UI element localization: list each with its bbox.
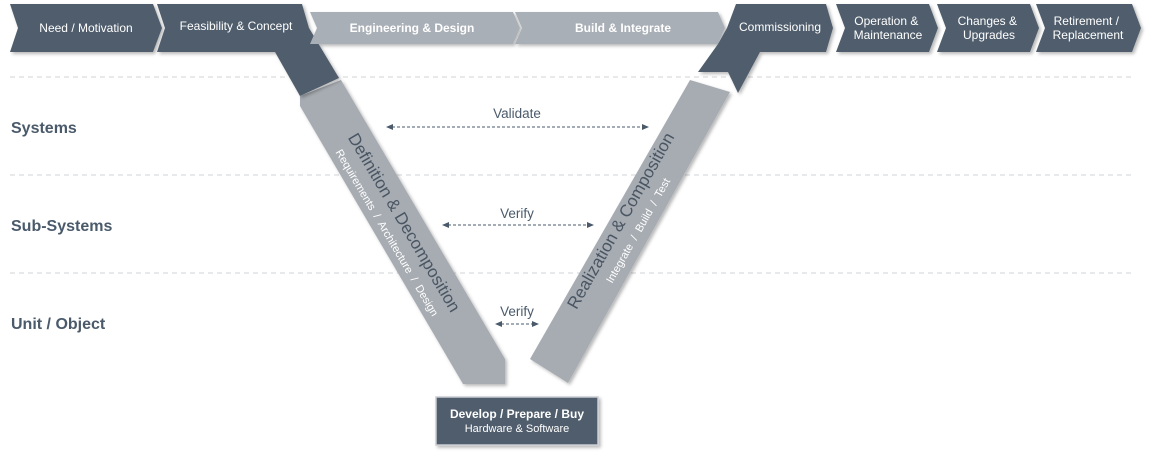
phase-need-motivation: Need / Motivation [10,4,162,52]
left-arm-title: Definition & Decomposition [344,130,464,316]
level-label-sub-systems: Sub-Systems [11,218,113,235]
phase-label: Feasibility & Concept [180,19,293,33]
phase-label-line: Changes & [958,14,1017,28]
phase-label-line: Operation & [854,14,918,28]
phase-label: Commissioning [739,20,821,34]
phase-retirement-replacement: Retirement / Replacement [1036,4,1141,52]
validate-label: Validate [493,106,541,121]
phase-label-line: Maintenance [854,28,923,42]
phase-engineering-design: Engineering & Design [310,12,520,44]
phase-changes-upgrades: Changes & Upgrades [937,4,1039,52]
phase-feasibility-concept: Feasibility & Concept [157,4,339,96]
phase-label: Engineering & Design [350,21,475,35]
svg-text:Changes & Upgrades: Changes & Upgrades [958,14,1021,42]
verify-label: Verify [500,304,534,319]
phase-label-line: Replacement [1053,28,1124,42]
phase-label-line: Retirement / [1054,14,1120,28]
phase-label-line: Upgrades [963,28,1015,42]
level-label-systems: Systems [11,120,77,137]
phase-build-integrate: Build & Integrate [515,12,725,44]
phase-bar: Need / Motivation Feasibility & Concept … [10,4,1141,96]
svg-text:Retirement / Replaceme: Retirement / Replacement [1053,14,1124,42]
phase-label: Build & Integrate [575,21,671,35]
develop-box-subtitle: Hardware & Software [465,423,570,435]
validate-link: Validate [386,106,649,130]
phase-label: Need / Motivation [39,21,132,35]
phase-commissioning: Commissioning [698,4,833,93]
level-separators [10,76,1135,274]
right-arm: Realization & Composition Integrate / Bu… [530,80,730,383]
verify-link-unit: Verify [495,304,539,327]
phase-operation-maintenance: Operation & Maintenance [836,4,938,52]
level-label-unit-object: Unit / Object [11,316,106,333]
verify-link-subsystems: Verify [442,206,594,228]
develop-box-title: Develop / Prepare / Buy [450,407,584,421]
verify-label: Verify [500,206,534,221]
develop-box: Develop / Prepare / Buy Hardware & Softw… [435,396,599,446]
svg-text:Operation & Maintenanc: Operation & Maintenance [854,14,923,42]
left-arm: Definition & Decomposition Requirements … [300,80,505,384]
